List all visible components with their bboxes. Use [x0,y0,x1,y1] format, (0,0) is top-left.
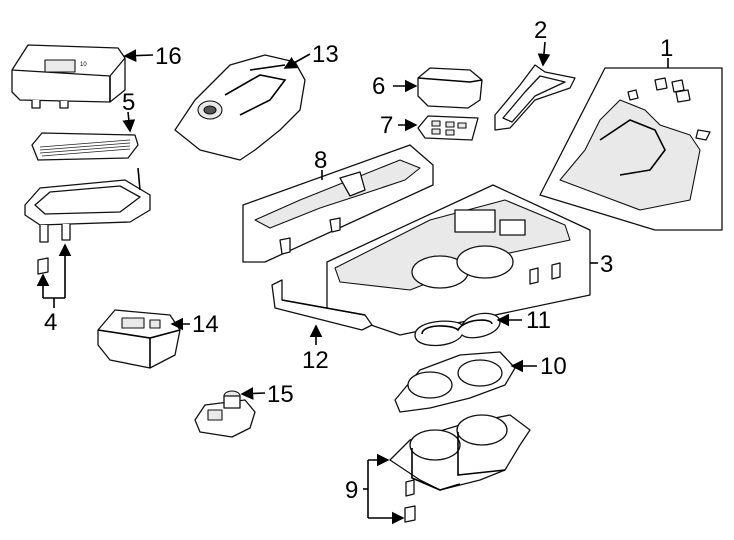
callout-8: 8 [314,147,327,174]
part-9-cupholder [389,414,531,523]
callout-14: 14 [192,311,219,338]
part-7-switch-panel [417,115,479,141]
callout-1: 1 [660,35,673,62]
part-10-frame [394,351,516,413]
callout-numbers: 1 2 3 4 5 6 7 8 9 10 11 12 13 14 15 16 [44,17,673,504]
part-15-switch [194,390,256,438]
part-5-pad [31,132,139,161]
callout-2: 2 [534,17,547,44]
callout-9: 9 [345,477,358,504]
part-12-trim-strip [271,279,373,331]
part-6-armrest-pad [417,67,483,109]
part-13-shifter-base [174,54,306,161]
callout-3: 3 [600,251,613,278]
callout-12: 12 [302,347,329,374]
module-16-label: 10 [80,62,87,68]
callout-5: 5 [122,89,135,116]
part-1-box [539,67,723,231]
callout-16: 16 [155,43,182,70]
callout-15: 15 [267,381,294,408]
callout-7: 7 [380,112,393,139]
callout-10: 10 [540,353,567,380]
callout-4: 4 [44,309,57,336]
part-16-module: 10 [11,44,126,109]
leader-lines [36,41,669,525]
part-14-module [97,309,181,369]
callout-13: 13 [312,41,339,68]
part-8-box [242,144,434,263]
part-4-tray [24,167,151,275]
part-2-trim-bezel [494,64,576,131]
callout-6: 6 [372,73,385,100]
callout-11: 11 [526,307,551,334]
